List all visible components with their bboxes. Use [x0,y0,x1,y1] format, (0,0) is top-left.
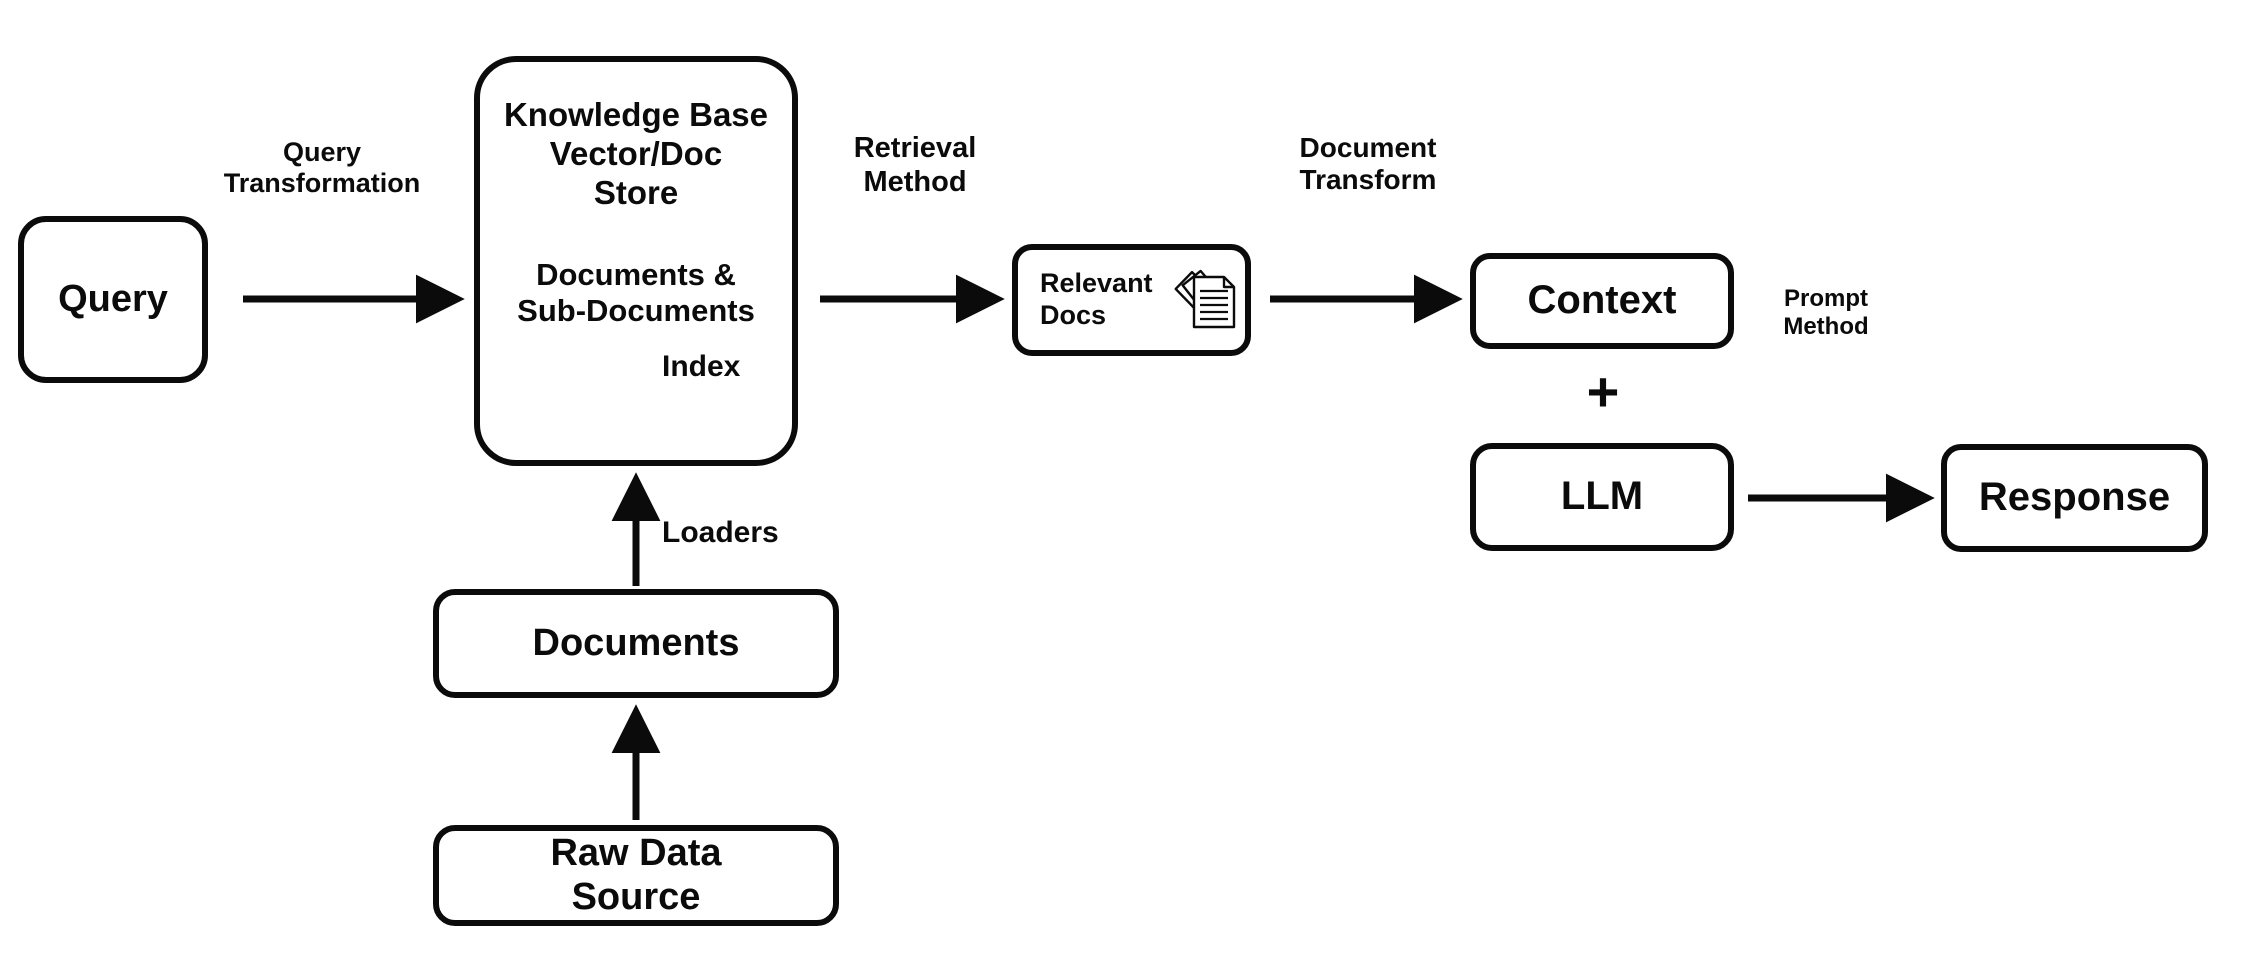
edge-label-retrieval-method: Retrieval Method [853,132,977,198]
node-knowledge-base-subtitle: Documents & Sub-Documents [517,256,755,329]
node-raw-data-source[interactable]: Raw Data Source [433,825,839,926]
node-query-label: Query [58,278,168,321]
node-knowledge-base-title: Knowledge Base Vector/Doc Store [503,96,769,211]
edge-label-document-transform: Document Transform [1299,132,1437,196]
node-relevant-docs-label: Relevant Docs [1040,268,1153,330]
node-relevant-docs[interactable]: Relevant Docs [1012,244,1251,356]
node-llm-label: LLM [1560,474,1644,519]
plus-operator: + [1586,360,1620,423]
documents-stack-icon [1174,269,1236,329]
node-raw-data-source-label: Raw Data Source [550,832,722,918]
node-response-label: Response [1978,475,2171,520]
edge-label-index: Index [662,350,741,383]
node-context[interactable]: Context [1470,253,1734,349]
edge-label-prompt-method: Prompt Method [1783,285,1869,340]
edge-label-query-transformation: Query Transformation [223,137,421,199]
node-knowledge-base[interactable]: Knowledge Base Vector/Doc Store Document… [474,56,798,466]
node-query[interactable]: Query [18,216,208,383]
node-llm[interactable]: LLM [1470,443,1734,551]
node-context-label: Context [1527,278,1677,323]
node-response[interactable]: Response [1941,444,2208,552]
node-documents[interactable]: Documents [433,589,839,698]
edge-label-loaders: Loaders [662,516,779,549]
node-documents-label: Documents [532,622,740,665]
